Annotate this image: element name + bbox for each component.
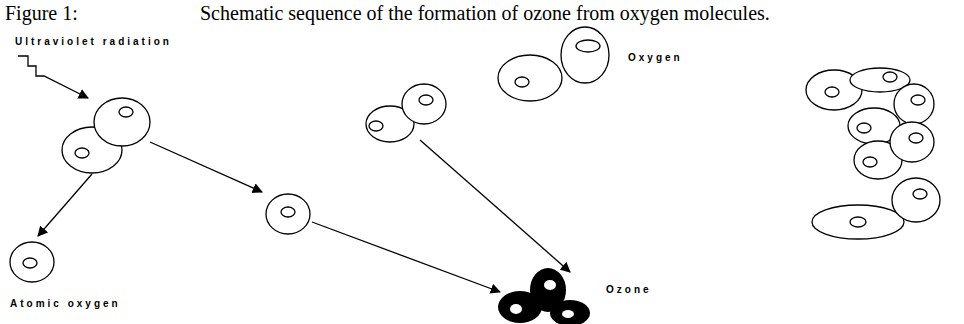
oxygen-atom — [266, 194, 310, 234]
oxygen-molecule — [812, 178, 940, 239]
oxygen-molecule — [366, 84, 446, 142]
reaction-arrow — [420, 140, 570, 272]
atom-label: Atomic oxygen — [10, 298, 121, 309]
reaction-arrow — [150, 142, 262, 192]
figure-number: Figure 1: — [5, 2, 78, 25]
molecule-label: Oxygen — [628, 52, 683, 63]
oxygen-molecule — [854, 122, 934, 179]
oxygen-molecule — [498, 27, 609, 101]
radiation-label: Ultraviolet radiation — [15, 36, 172, 47]
oxygen-molecule — [62, 98, 150, 173]
ozone-molecule — [498, 268, 590, 324]
molecule-label: Ozone — [606, 284, 652, 295]
reaction-arrow — [312, 222, 500, 292]
uv-arrow — [18, 56, 88, 98]
oxygen-atom — [10, 242, 54, 282]
reaction-arrow — [38, 174, 92, 236]
figure-title: Schematic sequence of the formation of o… — [200, 2, 770, 25]
